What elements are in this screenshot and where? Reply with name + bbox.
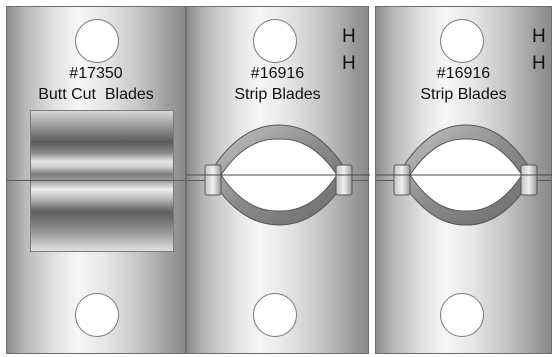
h-mark-top: H (342, 26, 356, 47)
blade-name-label: Strip Blades (234, 86, 321, 103)
butt-cut-blade-panel: #17350 Butt Cut Blades (6, 6, 186, 354)
butt-cut-blade-edge (30, 110, 174, 252)
strip-blade-panel-2: H H #16916 Strip Blades (375, 6, 552, 354)
mounting-hole-bottom (253, 293, 297, 337)
strip-blade-panel-1: H H #16916 Strip Blades (186, 6, 370, 354)
blade-name-label: Strip Blades (420, 86, 507, 103)
mounting-hole-top (75, 19, 119, 63)
mounting-hole-top (440, 19, 484, 63)
blade-name-label: Butt Cut Blades (38, 86, 154, 103)
part-number-label: #16916 (436, 65, 491, 82)
h-mark-bottom: H (342, 53, 356, 74)
mounting-hole-bottom (75, 293, 119, 337)
part-number-label: #17350 (69, 65, 123, 82)
mounting-hole-top (253, 19, 297, 63)
part-number-label: #16916 (250, 65, 305, 82)
blade-seam-line (7, 180, 185, 181)
mounting-hole-bottom (440, 293, 484, 337)
h-mark-top: H (532, 26, 546, 47)
h-mark-bottom: H (532, 53, 546, 74)
strip-blade-notch (376, 124, 552, 226)
strip-blade-notch (187, 124, 370, 226)
